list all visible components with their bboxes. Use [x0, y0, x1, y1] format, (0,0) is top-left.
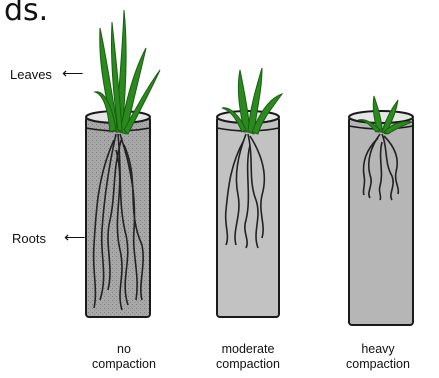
caption-moderate-compaction-line2: compaction — [193, 357, 303, 372]
caption-no-compaction-line2: compaction — [69, 357, 179, 372]
caption-heavy-compaction-line2: compaction — [323, 357, 433, 372]
caption-heavy-compaction-line1: heavy — [323, 342, 433, 357]
caption-no-compaction-line1: no — [69, 342, 179, 357]
caption-heavy-compaction: heavy compaction — [323, 342, 433, 372]
caption-moderate-compaction-line1: moderate — [193, 342, 303, 357]
tube-heavy-compaction — [349, 96, 413, 325]
tube-no-compaction — [86, 10, 160, 317]
caption-no-compaction: no compaction — [69, 342, 179, 372]
caption-moderate-compaction: moderate compaction — [193, 342, 303, 372]
tube-moderate-compaction — [217, 68, 282, 317]
